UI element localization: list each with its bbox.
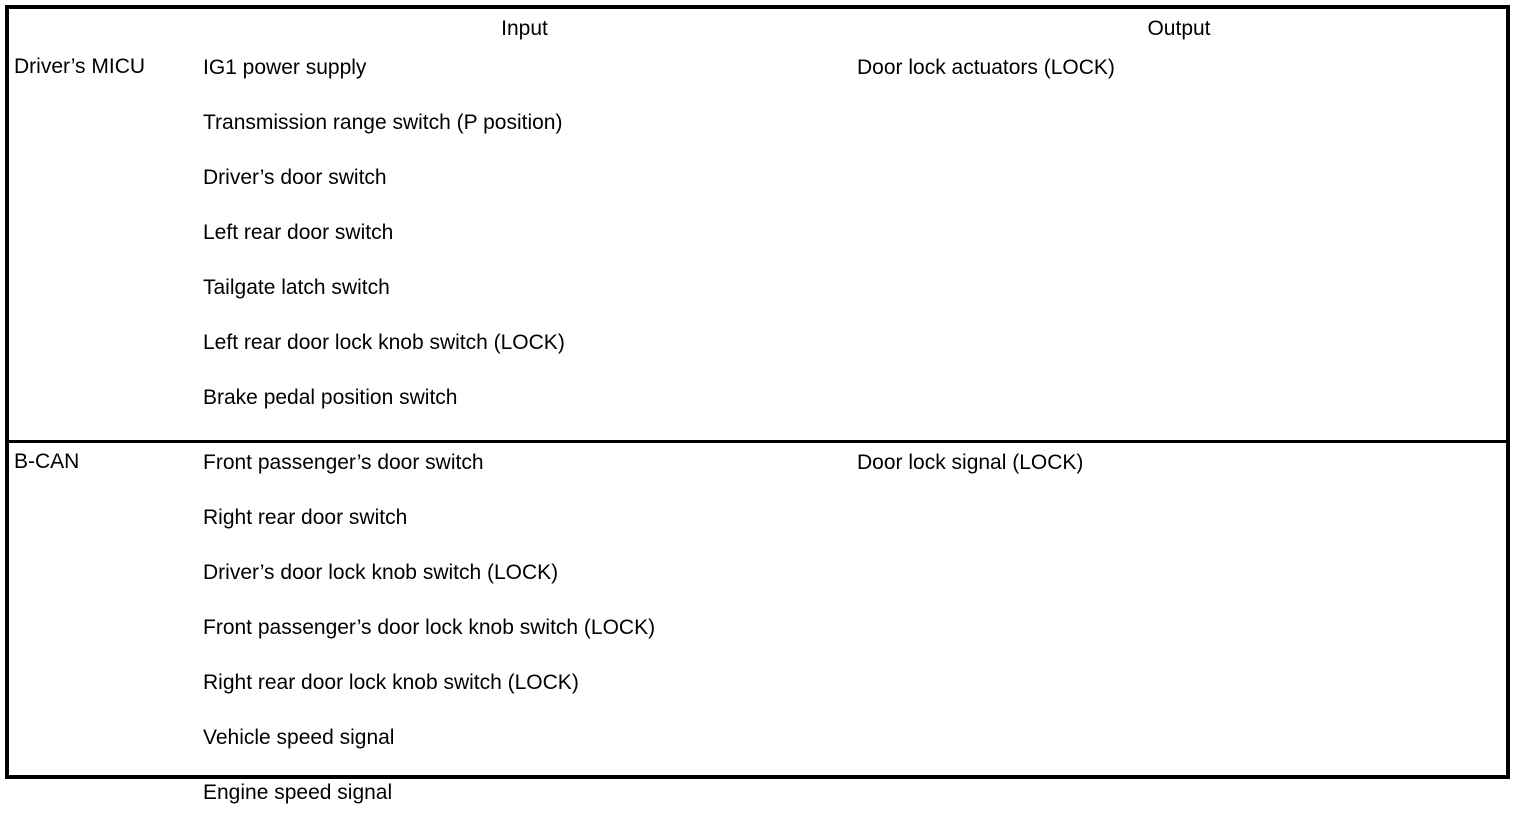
table-row: B-CAN Front passenger’s door switch Righ… bbox=[9, 442, 1506, 835]
system-label: B-CAN bbox=[9, 443, 197, 473]
system-label: Driver’s MICU bbox=[9, 48, 197, 78]
table-row: Driver’s MICU IG1 power supply Transmiss… bbox=[9, 48, 1506, 442]
column-header-system bbox=[9, 9, 197, 48]
output-cell: Door lock signal (LOCK) bbox=[852, 442, 1506, 835]
output-item-list: Door lock actuators (LOCK) bbox=[852, 48, 1506, 110]
io-table-container: Input Output Driver’s MICU IG1 power sup… bbox=[5, 5, 1510, 779]
input-cell: IG1 power supply Transmission range swit… bbox=[197, 48, 852, 442]
system-cell: B-CAN bbox=[9, 442, 197, 835]
list-item: Driver’s door switch bbox=[203, 165, 852, 220]
column-header-input: Input bbox=[197, 9, 852, 48]
input-item-list: Front passenger’s door switch Right rear… bbox=[197, 443, 852, 835]
list-item: Door lock signal (LOCK) bbox=[857, 450, 1506, 505]
input-item-list: IG1 power supply Transmission range swit… bbox=[197, 48, 852, 440]
list-item: Front passenger’s door lock knob switch … bbox=[203, 615, 852, 670]
list-item: IG1 power supply bbox=[203, 55, 852, 110]
column-header-output: Output bbox=[852, 9, 1506, 48]
system-cell: Driver’s MICU bbox=[9, 48, 197, 442]
list-item: Engine speed signal bbox=[203, 780, 852, 835]
input-output-table: Input Output Driver’s MICU IG1 power sup… bbox=[9, 9, 1506, 835]
list-item: Transmission range switch (P position) bbox=[203, 110, 852, 165]
list-item: Right rear door lock knob switch (LOCK) bbox=[203, 670, 852, 725]
list-item: Door lock actuators (LOCK) bbox=[857, 55, 1506, 110]
list-item: Vehicle speed signal bbox=[203, 725, 852, 780]
header-row: Input Output bbox=[9, 9, 1506, 48]
list-item: Front passenger’s door switch bbox=[203, 450, 852, 505]
table-body: Driver’s MICU IG1 power supply Transmiss… bbox=[9, 48, 1506, 835]
list-item: Right rear door switch bbox=[203, 505, 852, 560]
list-item: Left rear door lock knob switch (LOCK) bbox=[203, 330, 852, 385]
output-item-list: Door lock signal (LOCK) bbox=[852, 443, 1506, 505]
output-cell: Door lock actuators (LOCK) bbox=[852, 48, 1506, 442]
list-item: Tailgate latch switch bbox=[203, 275, 852, 330]
input-cell: Front passenger’s door switch Right rear… bbox=[197, 442, 852, 835]
list-item: Left rear door switch bbox=[203, 220, 852, 275]
list-item: Driver’s door lock knob switch (LOCK) bbox=[203, 560, 852, 615]
table-header: Input Output bbox=[9, 9, 1506, 48]
list-item: Brake pedal position switch bbox=[203, 385, 852, 440]
